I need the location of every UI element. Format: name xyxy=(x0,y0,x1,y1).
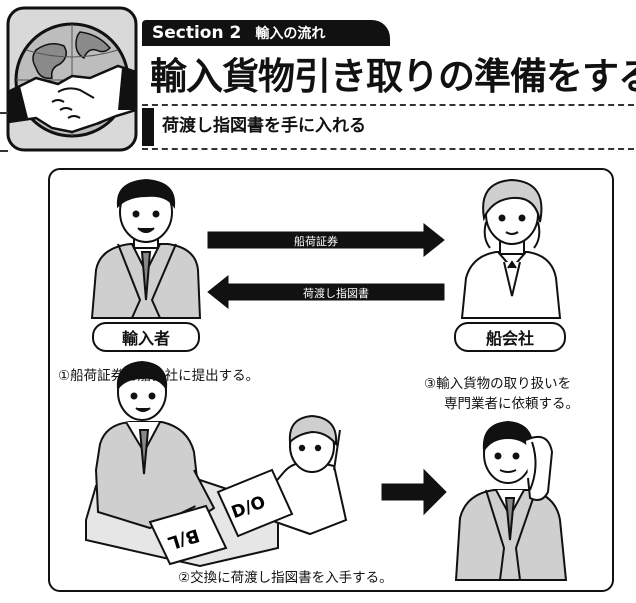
diagram-frame xyxy=(48,168,614,592)
step-2-text: ②交換に荷渡し指図書を入手する。 xyxy=(178,570,393,586)
globe-handshake-icon xyxy=(6,6,138,152)
arrow-right-label: 船荷証券 xyxy=(294,235,338,248)
page-title: 輸入貨物引き取りの準備をする xyxy=(150,55,636,98)
step-3-text-line2: 専門業者に依頼する。 xyxy=(444,396,579,412)
section-tab: Section 2 輸入の流れ xyxy=(142,20,390,46)
step-1-text: ①船荷証券を船会社に提出する。 xyxy=(58,368,260,384)
arrow-next-step-icon xyxy=(381,468,447,516)
importer-label: 輸入者 xyxy=(92,322,200,352)
left-dash-rule xyxy=(0,112,8,114)
page-subtitle: 荷渡し指図書を手に入れる xyxy=(162,116,366,136)
importer-phoning-agent-icon xyxy=(454,420,568,581)
shipping-company-person-icon xyxy=(460,178,562,319)
arrow-right-bill-of-lading xyxy=(207,222,445,258)
section-label: Section 2 xyxy=(152,23,242,43)
title-dash-rule xyxy=(142,104,634,106)
subtitle-dash-rule xyxy=(142,148,634,150)
importer-person-icon xyxy=(90,178,202,319)
section-topic: 輸入の流れ xyxy=(255,26,326,42)
bl-document-icon xyxy=(148,504,228,566)
step-3-text-line1: ③輸入貨物の取り扱いを xyxy=(424,376,572,392)
do-document-icon xyxy=(216,468,294,538)
left-dash-rule-2 xyxy=(0,150,8,152)
arrow-left-label: 荷渡し指図書 xyxy=(303,287,369,300)
shipping-company-label: 船会社 xyxy=(454,322,566,352)
arrow-left-delivery-order xyxy=(207,274,445,310)
subtitle-bar xyxy=(142,108,154,146)
